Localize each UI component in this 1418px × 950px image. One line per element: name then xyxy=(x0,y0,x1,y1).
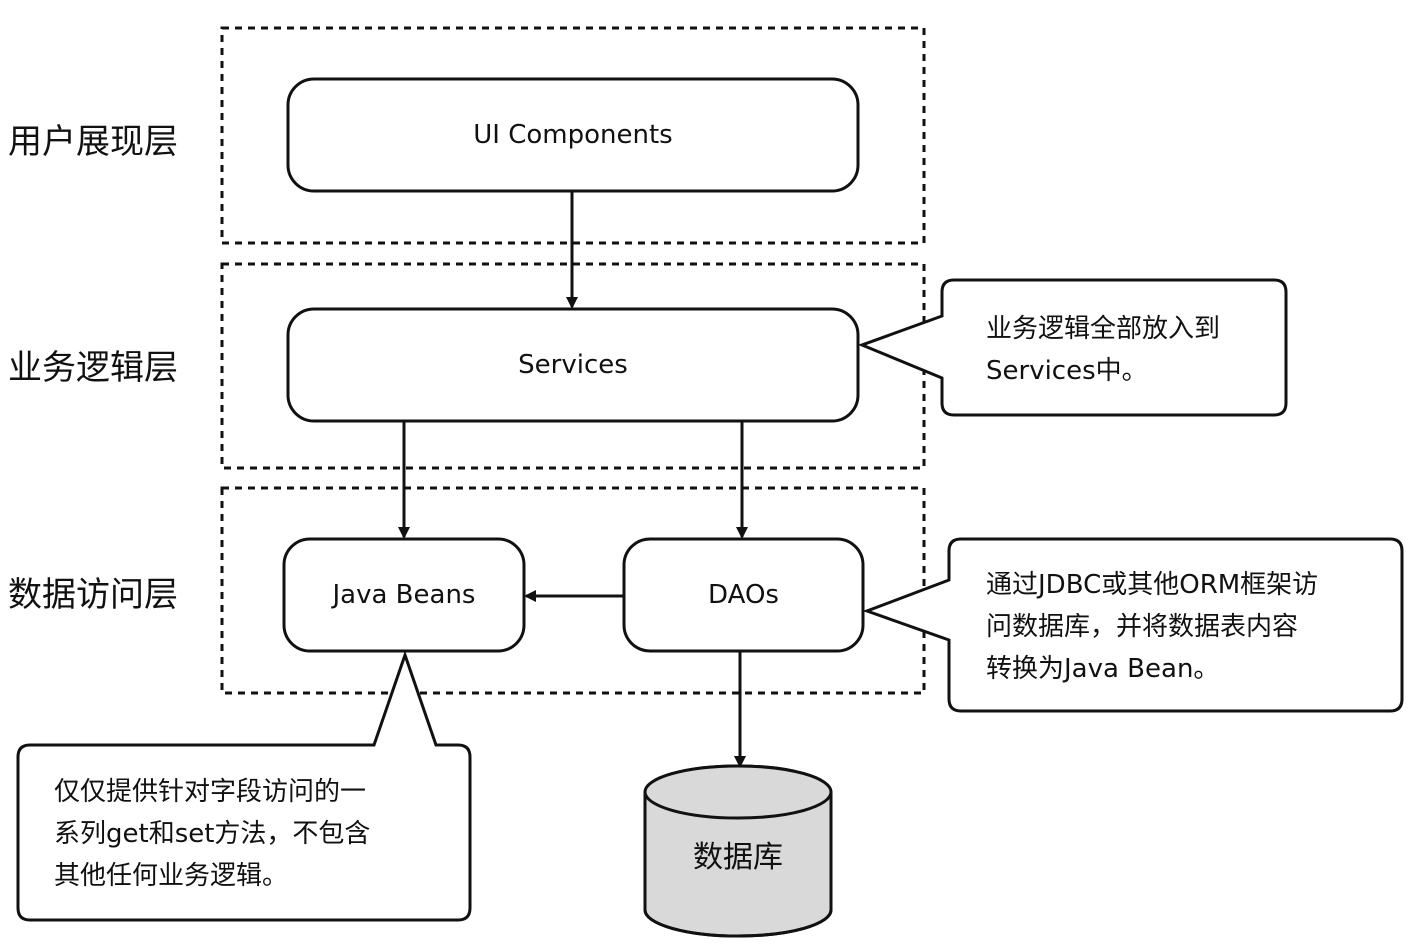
daos-note-line: 转换为Java Bean。 xyxy=(986,654,1220,684)
javabeans-note-line: 仅仅提供针对字段访问的一 xyxy=(54,777,367,807)
daos-note-line: 通过JDBC或其他ORM框架访 xyxy=(986,570,1319,600)
services-note-line: Services中。 xyxy=(986,356,1148,386)
services-note: 业务逻辑全部放入到 Services中。 xyxy=(986,308,1220,392)
daos-callout-shape xyxy=(862,537,1404,713)
ui-components-label: UI Components xyxy=(473,120,673,150)
daos-note-line: 问数据库，并将数据表内容 xyxy=(986,612,1299,642)
java-beans-label: Java Beans xyxy=(332,580,476,610)
services-box xyxy=(286,307,860,423)
layer-label-data-access: 数据访问层 xyxy=(8,575,178,615)
layer-label-business: 业务逻辑层 xyxy=(8,348,178,388)
javabeans-callout-shape xyxy=(16,650,472,922)
layer-label-presentation: 用户展现层 xyxy=(8,122,178,162)
daos-label: DAOs xyxy=(708,580,779,610)
database-cylinder xyxy=(643,764,833,938)
javabeans-note-line: 其他任何业务逻辑。 xyxy=(54,861,289,891)
services-label: Services xyxy=(518,350,628,380)
daos-note: 通过JDBC或其他ORM框架访 问数据库，并将数据表内容 转换为Java Bea… xyxy=(986,564,1318,690)
database-label: 数据库 xyxy=(693,840,783,875)
data-access-layer-frame xyxy=(220,486,926,695)
javabeans-note: 仅仅提供针对字段访问的一 系列get和set方法，不包含 其他任何业务逻辑。 xyxy=(54,771,370,897)
services-note-line: 业务逻辑全部放入到 xyxy=(986,314,1221,344)
javabeans-note-line: 系列get和set方法，不包含 xyxy=(54,819,371,849)
services-callout-shape xyxy=(857,278,1288,417)
